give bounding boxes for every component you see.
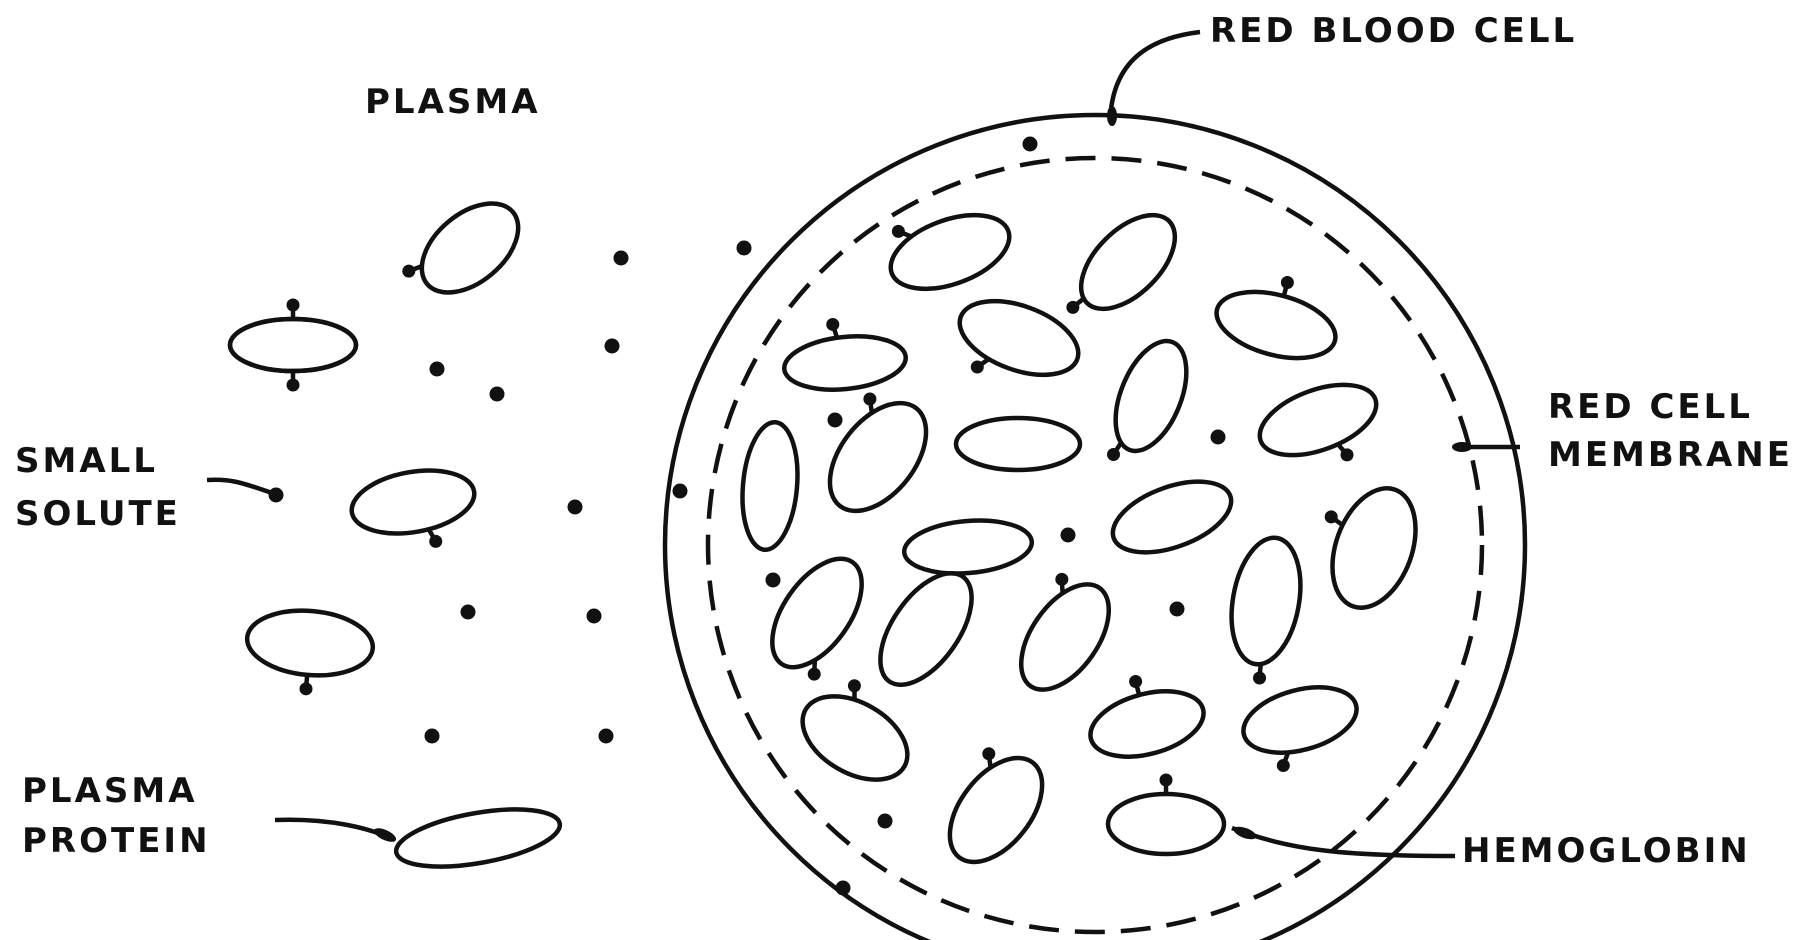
small-solute-dot — [599, 729, 614, 744]
small-solute-dot — [1170, 602, 1185, 617]
molecule-ellipse — [405, 186, 535, 310]
small-solute-dot — [430, 362, 445, 377]
molecule-ellipse — [1103, 468, 1240, 567]
small-solute-dot — [461, 605, 476, 620]
molecule-ellipse — [811, 385, 946, 528]
small-solute-dot — [425, 729, 440, 744]
attached-solute-dot — [971, 360, 984, 373]
pointer-mark-rbc — [1107, 106, 1117, 126]
leader-small-solute — [207, 480, 278, 495]
pointer-mark-membrane — [1452, 442, 1472, 452]
attached-solute-dot — [1325, 510, 1338, 523]
attached-solute-dot — [402, 265, 415, 278]
attached-solute-dot — [1107, 448, 1120, 461]
molecule-ellipse — [950, 287, 1088, 390]
pointer-mark-hemoglobin — [1232, 824, 1258, 842]
molecule-ellipse — [1083, 680, 1211, 768]
red-blood-cell-outline — [665, 115, 1525, 940]
label-red-cell-membrane-2: MEMBRANE — [1548, 435, 1793, 475]
molecule-ellipse — [1101, 331, 1200, 461]
label-hemoglobin: HEMOGLOBIN — [1462, 831, 1751, 871]
leader-red-blood-cell — [1110, 32, 1200, 122]
small-solute-dot — [269, 488, 284, 503]
attached-solute-dot — [287, 299, 300, 312]
molecule-ellipse — [1004, 569, 1127, 705]
molecule-ellipse — [392, 799, 564, 877]
molecule-ellipse — [931, 741, 1060, 879]
molecule-ellipse — [347, 462, 480, 543]
molecules — [230, 186, 1431, 879]
molecule-ellipse — [782, 331, 909, 395]
small-solute-dot — [737, 241, 752, 256]
attached-solute-dot — [1066, 301, 1079, 314]
molecule-ellipse — [956, 418, 1080, 470]
label-plasma: PLASMA — [365, 82, 541, 122]
molecule-ellipse — [902, 516, 1034, 579]
molecule-ellipse — [1064, 198, 1191, 325]
attached-solute-dot — [299, 682, 312, 695]
molecule-ellipse — [1209, 280, 1342, 370]
attached-solute-dot — [982, 747, 995, 760]
small-solute-dot — [766, 573, 781, 588]
label-small-solute-1: SMALL — [15, 441, 158, 481]
molecule-ellipse — [881, 201, 1019, 304]
small-solute-dot — [1023, 137, 1038, 152]
small-solute-dot — [878, 814, 893, 829]
attached-solute-dot — [848, 679, 861, 692]
small-solute-dot — [1211, 430, 1226, 445]
small-solutes — [269, 137, 1226, 896]
attached-solute-dot — [1277, 759, 1290, 772]
attached-solute-dot — [808, 668, 821, 681]
small-solute-dot — [587, 609, 602, 624]
attached-solute-dot — [1129, 675, 1142, 688]
molecule-ellipse — [1317, 477, 1431, 620]
label-red-cell-membrane-1: RED CELL — [1548, 387, 1753, 427]
attached-solute-dot — [863, 392, 876, 405]
small-solute-dot — [614, 251, 629, 266]
small-solute-dot — [568, 500, 583, 515]
molecule-ellipse — [1236, 676, 1364, 764]
attached-solute-dot — [826, 318, 839, 331]
attached-solute-dot — [1281, 276, 1294, 289]
red-cell-inner-membrane — [708, 158, 1482, 932]
small-solute-dot — [836, 881, 851, 896]
attached-solute-dot — [287, 379, 300, 392]
molecule-ellipse — [738, 420, 803, 552]
attached-solute-dot — [1253, 672, 1266, 685]
molecule-ellipse — [244, 606, 375, 681]
label-plasma-protein-1: PLASMA — [22, 771, 198, 811]
molecule-ellipse — [862, 558, 989, 701]
molecule-ellipse — [1108, 794, 1224, 854]
small-solute-dot — [828, 413, 843, 428]
molecule-ellipse — [1222, 532, 1309, 670]
small-solute-dot — [673, 484, 688, 499]
attached-solute-dot — [1341, 448, 1354, 461]
small-solute-dot — [1061, 528, 1076, 543]
attached-solute-dot — [1055, 573, 1068, 586]
molecule-ellipse — [1250, 371, 1385, 469]
label-red-blood-cell: RED BLOOD CELL — [1210, 11, 1577, 51]
small-solute-dot — [490, 387, 505, 402]
attached-solute-dot — [429, 535, 442, 548]
molecule-ellipse — [230, 319, 356, 371]
attached-solute-dot — [892, 225, 905, 238]
label-plasma-protein-2: PROTEIN — [22, 821, 211, 861]
attached-solute-dot — [1160, 774, 1173, 787]
label-small-solute-2: SOLUTE — [15, 494, 181, 534]
small-solute-dot — [605, 339, 620, 354]
